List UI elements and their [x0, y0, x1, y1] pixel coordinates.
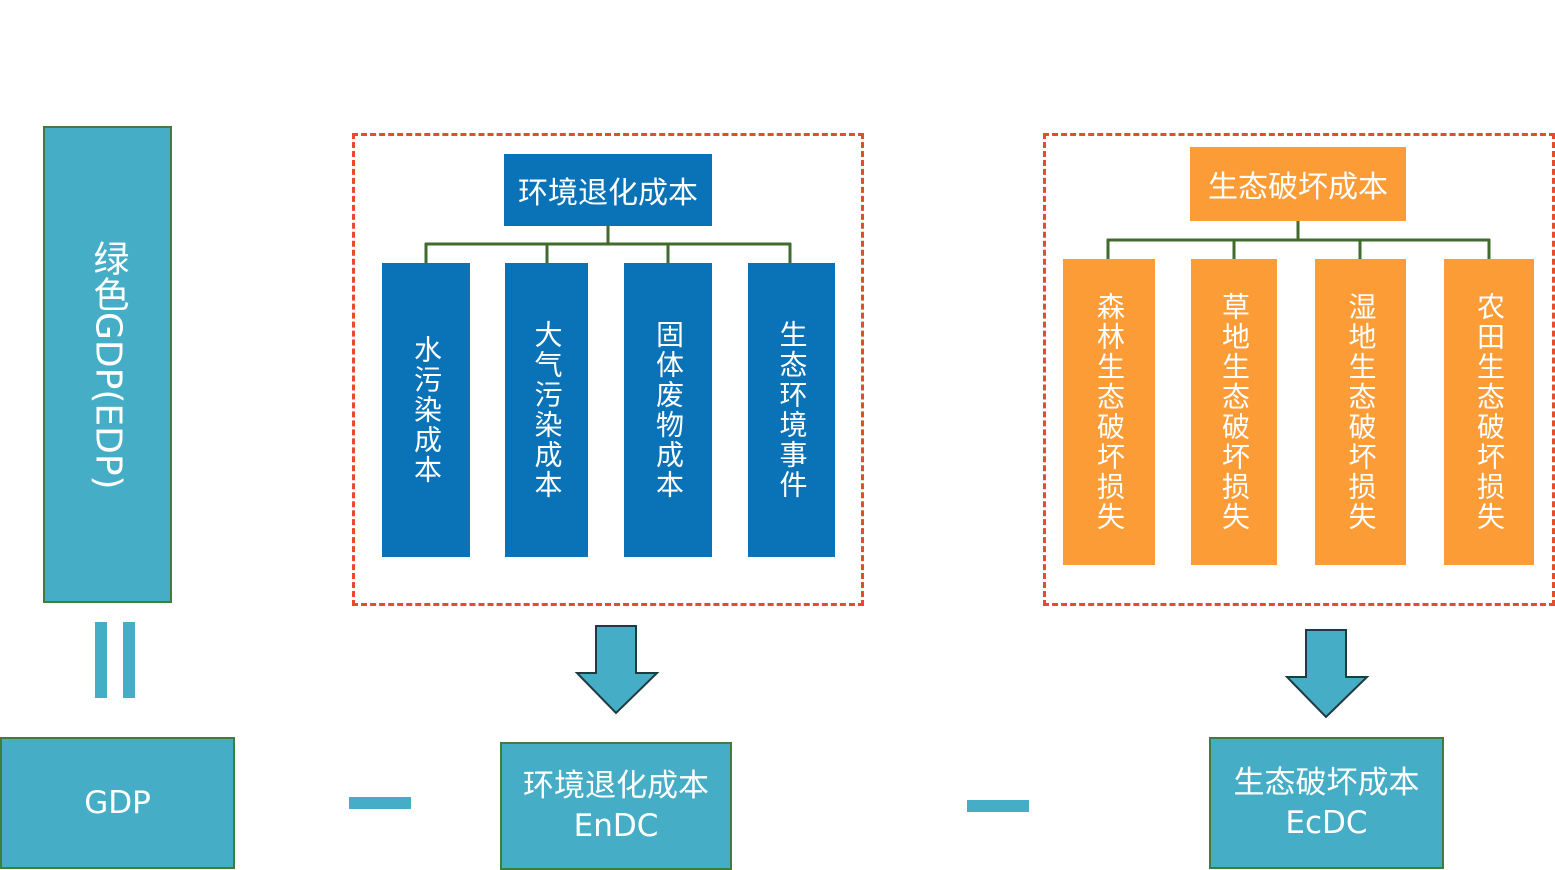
ecological-environment-events: 生态环境事件 — [748, 263, 835, 557]
ecology-cost-group — [1043, 133, 1555, 606]
wetland-ecology-loss: 湿地生态破坏损失 — [1315, 259, 1406, 565]
equals-bar-right — [123, 622, 135, 698]
environment-cost-result-abbr: EnDC — [573, 808, 659, 844]
ecology-cost-result-label: 生态破坏成本 — [1233, 764, 1420, 801]
ecology-cost-result-box: 生态破坏成本 EcDC — [1209, 737, 1444, 869]
forest-ecology-loss-label: 森林生态破坏损失 — [1093, 292, 1126, 532]
water-pollution-cost-label: 水污染成本 — [410, 335, 443, 485]
equals-bar-left — [95, 622, 107, 698]
solid-waste-cost-label: 固体废物成本 — [652, 320, 685, 500]
gdp-label: GDP — [84, 785, 151, 821]
grassland-ecology-loss: 草地生态破坏损失 — [1191, 259, 1277, 565]
ecological-environment-events-label: 生态环境事件 — [775, 320, 809, 500]
farmland-ecology-loss-label: 农田生态破坏损失 — [1473, 292, 1506, 532]
environment-cost-result-box: 环境退化成本 EnDC — [500, 742, 732, 870]
ecology-cost-header-label: 生态破坏成本 — [1208, 170, 1388, 205]
ecology-cost-result-abbr: EcDC — [1285, 805, 1368, 841]
environment-cost-group — [352, 133, 864, 606]
down-arrow-icon — [1284, 629, 1370, 719]
solid-waste-cost: 固体废物成本 — [624, 263, 712, 557]
down-arrow-icon — [574, 625, 660, 715]
air-pollution-cost-label: 大气污染成本 — [530, 320, 564, 500]
farmland-ecology-loss: 农田生态破坏损失 — [1444, 259, 1534, 565]
air-pollution-cost: 大气污染成本 — [505, 263, 588, 557]
environment-cost-header-label: 环境退化成本 — [518, 176, 698, 211]
grassland-ecology-loss-label: 草地生态破坏损失 — [1218, 292, 1251, 532]
gdp-box: GDP — [0, 737, 235, 869]
minus-sign-1 — [349, 797, 411, 809]
environment-cost-result-label: 环境退化成本 — [523, 767, 709, 804]
water-pollution-cost: 水污染成本 — [382, 263, 470, 557]
minus-sign-2 — [967, 800, 1029, 812]
forest-ecology-loss: 森林生态破坏损失 — [1063, 259, 1155, 565]
ecology-cost-header: 生态破坏成本 — [1190, 147, 1406, 221]
green-gdp-label: 绿色GDP(EDP) — [87, 239, 129, 490]
wetland-ecology-loss-label: 湿地生态破坏损失 — [1344, 292, 1378, 532]
green-gdp-box: 绿色GDP(EDP) — [43, 126, 172, 603]
environment-cost-header: 环境退化成本 — [504, 154, 712, 226]
